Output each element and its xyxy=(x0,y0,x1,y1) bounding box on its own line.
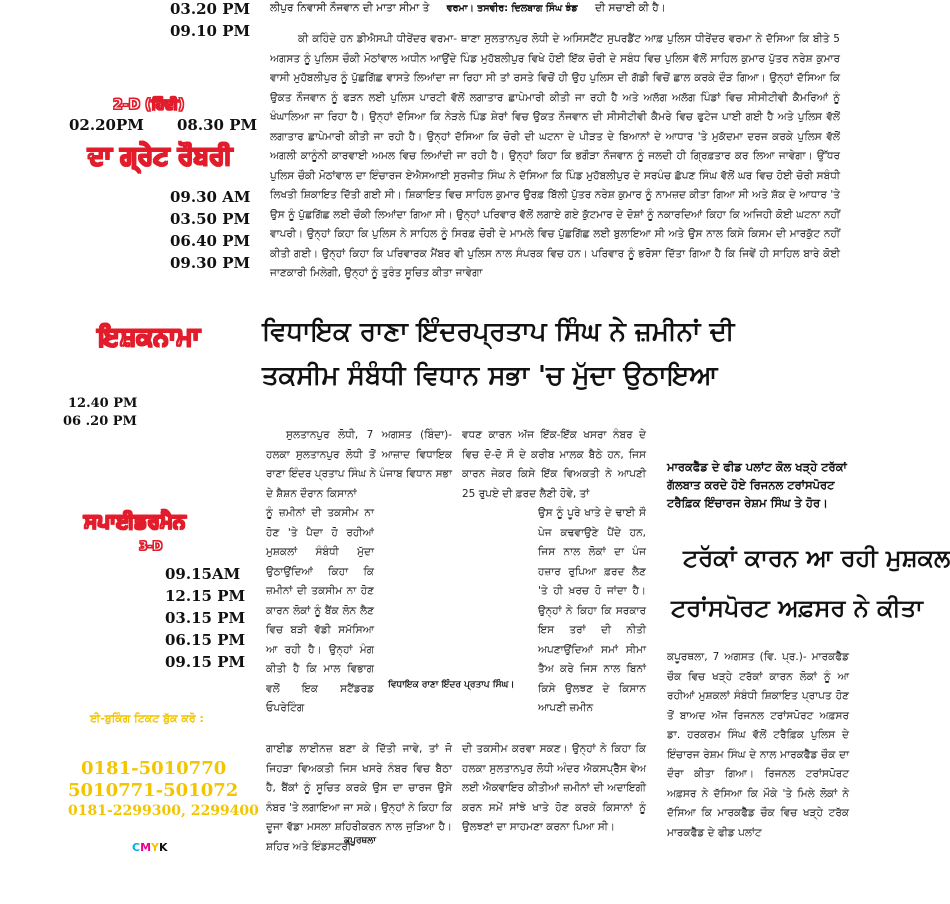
photo-caption: ਵਿਧਾਇਕ ਰਾਣਾ ਇੰਦਰ ਪ੍ਰਤਾਪ ਸਿੰਘ। xyxy=(388,680,515,690)
showtime: 09.10 PM xyxy=(170,22,251,40)
main-col2-narrow: ਉਸ ਨੂੰ ਪੂਰੇ ਖਾਤੇ ਦੇ ਢਾਈ ਸੌ ਪੇਜ ਕਢਵਾਉਣੇ ਪ… xyxy=(538,507,646,714)
showtime: 12.40 PM xyxy=(68,396,138,411)
right-story-body: ਕਪੂਰਥਲਾ, 7 ਅਗਸਤ (ਵਿ. ਪ੍ਰ.)- ਮਾਰਕਫੈੱਡ ਚੌਕ… xyxy=(667,651,849,839)
booking-phone: 0181-5010770 xyxy=(81,758,227,779)
cmyk-marks: CMYK xyxy=(132,836,168,855)
right-headline-line2: ਟਰਾਂਸਪੋਰਟ ਅਫ਼ਸਰ ਨੇ ਕੀਤਾ xyxy=(671,594,923,622)
showtime: 06.15 PM xyxy=(165,631,246,649)
main-col2-bottom: ਦੀ ਤਕਸੀਮ ਕਰਵਾ ਸਕਣ। ਉਨ੍ਹਾਂ ਨੇ ਕਿਹਾ ਕਿ ਹਲਕ… xyxy=(462,743,646,833)
legislator-photo xyxy=(378,506,534,672)
showtime: 03.15 PM xyxy=(165,609,246,627)
showtime: 06 .20 PM xyxy=(63,414,137,429)
showtime: 12.15 PM xyxy=(165,587,246,605)
right-headline-line1: ਟਰੱਕਾਂ ਕਾਰਨ ਆ ਰਹੀ ਮੁਸ਼ਕਲ xyxy=(683,544,950,572)
showtime: 02.20PM xyxy=(69,116,144,134)
booking-phone: 0181-2299300, 2299400 xyxy=(68,803,259,819)
showtime: 03.50 PM xyxy=(170,210,251,228)
top-story-first-line: ਲੀਪੁਰ ਨਿਵਾਸੀ ਨੌਜਵਾਨ ਦੀ ਮਾਤਾ ਸੀਮਾ ਤੇ ਵਰਮਾ… xyxy=(270,0,840,17)
booking-phone: 5010771-501072 xyxy=(68,780,239,801)
main-headline-line1: ਵਿਧਾਇਕ ਰਾਣਾ ਇੰਦਰਪ੍ਰਤਾਪ ਸਿੰਘ ਨੇ ਜ਼ਮੀਨਾਂ ਦ… xyxy=(262,317,735,347)
showtime: 06.40 PM xyxy=(170,232,251,250)
main-col2-top: ਵਧਣ ਕਾਰਨ ਅੱਜ ਇੱਕ-ਇੱਕ ਖਸਰਾ ਨੰਬਰ ਦੇ ਵਿਚ ਦੋ… xyxy=(462,429,646,500)
main-col1-narrow: ਨੂੰ ਜ਼ਮੀਨਾਂ ਦੀ ਤਕਸੀਮ ਨਾ ਹੋਣ 'ਤੇ ਪੈਦਾ ਹੋ … xyxy=(266,507,374,714)
showtime: 09.15 PM xyxy=(165,653,246,671)
section-footer: ਕਪੂਰਥਲਾ xyxy=(344,836,376,846)
showtime: 03.20 PM xyxy=(170,0,251,18)
movie-format-badge: 2-D (ਹਿੰਦੀ) xyxy=(112,97,185,114)
photo-kicker: ਮਾਰਕਫੈੱਡ ਦੇ ਫੀਡ ਪਲਾਂਟ ਕੋਲ ਖੜ੍ਹੇ ਟਰੱਕਾਂ xyxy=(667,460,847,474)
top-story-first-end: ਦੀ ਸਚਾਈ ਕੀ ਹੈ। xyxy=(595,2,666,14)
cinema-column: 03.20 PM 09.10 PM 2-D (ਹਿੰਦੀ) 02.20PM 08… xyxy=(0,0,262,904)
main-col1-bottom: ਗਾਈਡ ਲਾਈਨਜ਼ ਬਣਾ ਕੇ ਦਿੱਤੀ ਜਾਵੇ, ਤਾਂ ਜੋ ਜਿ… xyxy=(266,743,452,853)
main-col1-top: ਸੁਲਤਾਨਪੁਰ ਲੋਧੀ, 7 ਅਗਸਤ (ਬਿੰਦਾ)- ਹਲਕਾ ਸੁਲ… xyxy=(266,429,452,500)
photo-kicker: ਟਰੈਫ਼ਿਕ ਇੰਚਾਰਜ ਰੇਸ਼ਮ ਸਿੰਘ ਤੇ ਹੋਰ। xyxy=(667,496,828,510)
showtime: 09.15AM xyxy=(165,565,241,583)
cmyk-k: K xyxy=(159,841,168,854)
cmyk-m: M xyxy=(140,841,152,854)
main-story: ਵਿਧਾਇਕ ਰਾਣਾ ਇੰਦਰਪ੍ਰਤਾਪ ਸਿੰਘ ਨੇ ਜ਼ਮੀਨਾਂ ਦ… xyxy=(262,310,735,870)
right-story: ਮਾਰਕਫੈੱਡ ਦੇ ਫੀਡ ਪਲਾਂਟ ਕੋਲ ਖੜ੍ਹੇ ਟਰੱਕਾਂ ਗ… xyxy=(667,458,950,839)
photo-kicker: ਗੱਲਬਾਤ ਕਰਦੇ ਹੋਏ ਰਿਜਨਲ ਟਰਾਂਸਪੋਰਟ xyxy=(667,478,835,492)
cmyk-y: Y xyxy=(151,841,159,854)
cmyk-c: C xyxy=(132,841,141,854)
showtime: 09.30 AM xyxy=(170,188,251,206)
movie-title: ਇਸ਼ਕਨਾਮਾ xyxy=(98,322,201,352)
movie-title: ਦਾ ਗ੍ਰੇਟ ਰੌਬਰੀ xyxy=(87,141,233,171)
top-story: ਲੀਪੁਰ ਨਿਵਾਸੀ ਨੌਜਵਾਨ ਦੀ ਮਾਤਾ ਸੀਮਾ ਤੇ ਵਰਮਾ… xyxy=(270,0,840,300)
movie-title: ਸਪਾਈਡਰਮੈਨ xyxy=(84,509,187,534)
top-story-body: ਕੀ ਕਹਿੰਦੇ ਹਨ ਡੀਐਸਪੀ ਧੀਰੇਂਦਰ ਵਰਮਾ- ਥਾਣਾ ਸ… xyxy=(270,33,840,279)
booking-label: ਈ-ਬੁਕਿੰਗ ਟਿਕਟ ਬੁੱਕ ਕਰੋ : xyxy=(90,712,204,725)
showtime: 09.30 PM xyxy=(170,254,251,272)
main-headline-line2: ਤਕਸੀਮ ਸੰਬੰਧੀ ਵਿਧਾਨ ਸਭਾ 'ਚ ਮੁੱਦਾ ਉਠਾਇਆ xyxy=(262,361,718,391)
showtime: 08.30 PM xyxy=(177,116,258,134)
top-story-first-text: ਲੀਪੁਰ ਨਿਵਾਸੀ ਨੌਜਵਾਨ ਦੀ ਮਾਤਾ ਸੀਮਾ ਤੇ xyxy=(270,2,430,14)
photo-caption: ਵਰਮਾ। ਤਸਵੀਰ: ਦਿਲਬਾਗ ਸਿੰਘ ਝੰਡ xyxy=(446,3,578,14)
movie-format-badge: 3-D xyxy=(138,539,163,554)
